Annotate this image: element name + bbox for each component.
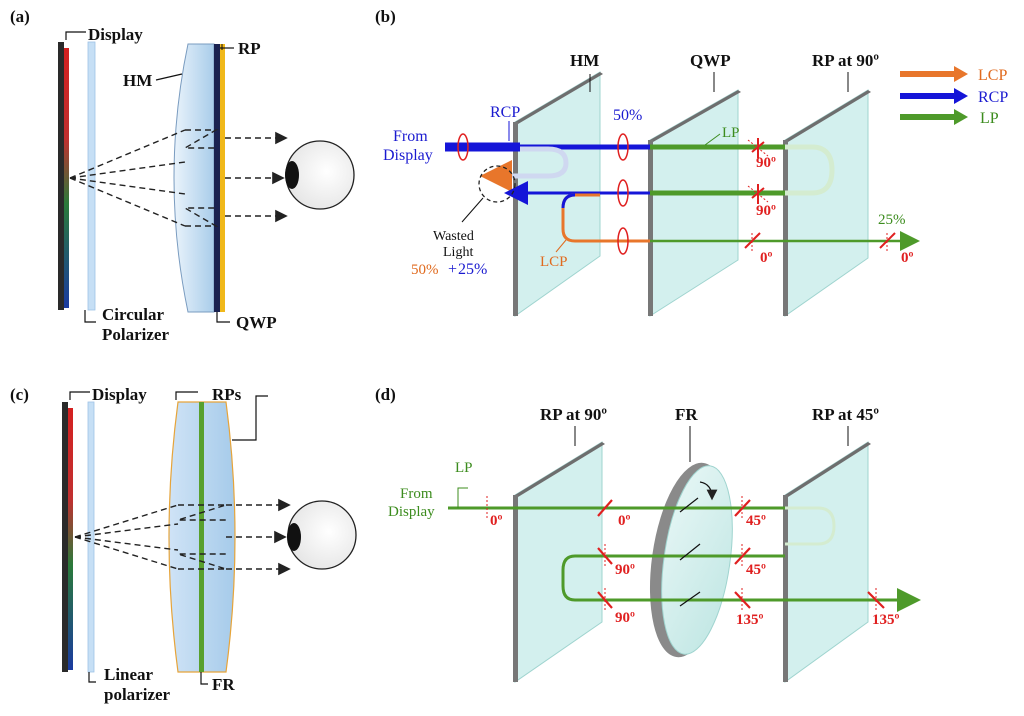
d-45-label-1: 45º xyxy=(746,513,766,529)
d-rp45-label: RP at 45º xyxy=(812,405,879,424)
b-rp90-label: RP at 90º xyxy=(812,51,879,70)
panel-a-tag: (a) xyxy=(10,7,30,26)
b-25-label: 25% xyxy=(878,212,906,228)
display-label: Display xyxy=(88,25,143,44)
panel-d: (d) RP at 90º FR RP at 45º xyxy=(375,385,921,683)
hm-label: HM xyxy=(123,71,152,90)
b-rcp-label: RCP xyxy=(490,104,520,121)
c-fr-label: FR xyxy=(212,675,235,694)
wasted-25-label: 25% xyxy=(458,261,487,278)
c-display-label: Display xyxy=(92,385,147,404)
legend-rcp: RCP xyxy=(978,89,1008,106)
wasted-50-label: 50% xyxy=(411,262,439,278)
b-90-label-1: 90º xyxy=(756,155,776,171)
b-display-label: Display xyxy=(383,147,433,164)
qwp-plate xyxy=(648,89,741,317)
panel-d-tag: (d) xyxy=(375,385,396,404)
b-50-label: 50% xyxy=(613,107,642,124)
d-90-label-2: 90º xyxy=(615,610,635,626)
rp-label: RP xyxy=(238,39,261,58)
b-legend: LCP RCP LP xyxy=(900,66,1008,127)
d-0-label-2: 0º xyxy=(618,513,631,529)
wasted-light-circle xyxy=(478,165,516,203)
c-display-panel xyxy=(62,402,68,672)
eye-icon xyxy=(285,140,355,210)
b-linear-markers xyxy=(744,138,896,249)
d-fr-plate xyxy=(649,462,733,658)
circular-polarizer xyxy=(87,41,96,311)
d-dashed-axes xyxy=(486,496,877,612)
b-0-label-2: 0º xyxy=(901,250,914,266)
panel-c-tag: (c) xyxy=(10,385,29,404)
d-lp-label: LP xyxy=(455,460,473,476)
rp-layer xyxy=(220,44,225,312)
c-ray-paths xyxy=(74,498,291,576)
b-from-label: From xyxy=(393,128,428,145)
fr-layer xyxy=(199,402,204,672)
d-display-label: Display xyxy=(388,504,435,520)
polarizer-label: Polarizer xyxy=(102,325,169,344)
c-eye-icon xyxy=(287,500,357,570)
d-rp90-plate xyxy=(513,441,605,683)
linear-polarizer xyxy=(87,401,95,673)
b-qwp-label: QWP xyxy=(690,51,731,70)
rps-label: RPs xyxy=(212,385,242,404)
ray-paths xyxy=(69,129,288,227)
b-rotation-icons xyxy=(457,133,629,255)
wasted-label-1: Wasted xyxy=(433,229,474,244)
d-0-label-1: 0º xyxy=(490,513,503,529)
wasted-label-2: Light xyxy=(443,245,473,260)
qwp-layer xyxy=(214,44,220,312)
c-polarizer-label: polarizer xyxy=(104,685,171,704)
b-90-label-2: 90º xyxy=(756,203,776,219)
wasted-plus-label: + xyxy=(448,261,457,278)
b-lp-label: LP xyxy=(722,125,740,141)
hm-lens xyxy=(173,43,215,313)
d-fr-label: FR xyxy=(675,405,698,424)
d-rp90-label: RP at 90º xyxy=(540,405,607,424)
d-135-label-2: 135º xyxy=(872,612,900,628)
rp90-plate xyxy=(783,89,871,317)
c-display-pixels xyxy=(68,408,73,670)
circular-label: Circular xyxy=(102,305,164,324)
panel-c: (c) Display Linear polarizer RPs FR xyxy=(10,385,357,704)
qwp-label: QWP xyxy=(236,313,277,332)
panel-a: (a) Display Circular Polarizer HM RP QWP xyxy=(10,7,355,344)
display-panel xyxy=(58,42,64,310)
panel-b-tag: (b) xyxy=(375,7,396,26)
b-hm-label: HM xyxy=(570,51,599,70)
b-dashed-axes xyxy=(747,139,888,252)
fr-rotation-icons xyxy=(679,481,718,607)
d-beams xyxy=(448,506,921,612)
panel-b: (b) HM QWP RP at 90º xyxy=(375,7,1008,317)
linear-label: Linear xyxy=(104,665,154,684)
b-0-label-1: 0º xyxy=(760,250,773,266)
legend-lp: LP xyxy=(980,110,999,127)
display-pixels xyxy=(64,48,69,308)
d-rp45-plate xyxy=(783,441,871,683)
d-from-label: From xyxy=(400,486,433,502)
b-lcp-label: LCP xyxy=(540,254,568,270)
d-45-label-2: 45º xyxy=(746,562,766,578)
d-135-label-1: 135º xyxy=(736,612,764,628)
d-90-label-1: 90º xyxy=(615,562,635,578)
legend-lcp: LCP xyxy=(978,67,1007,84)
